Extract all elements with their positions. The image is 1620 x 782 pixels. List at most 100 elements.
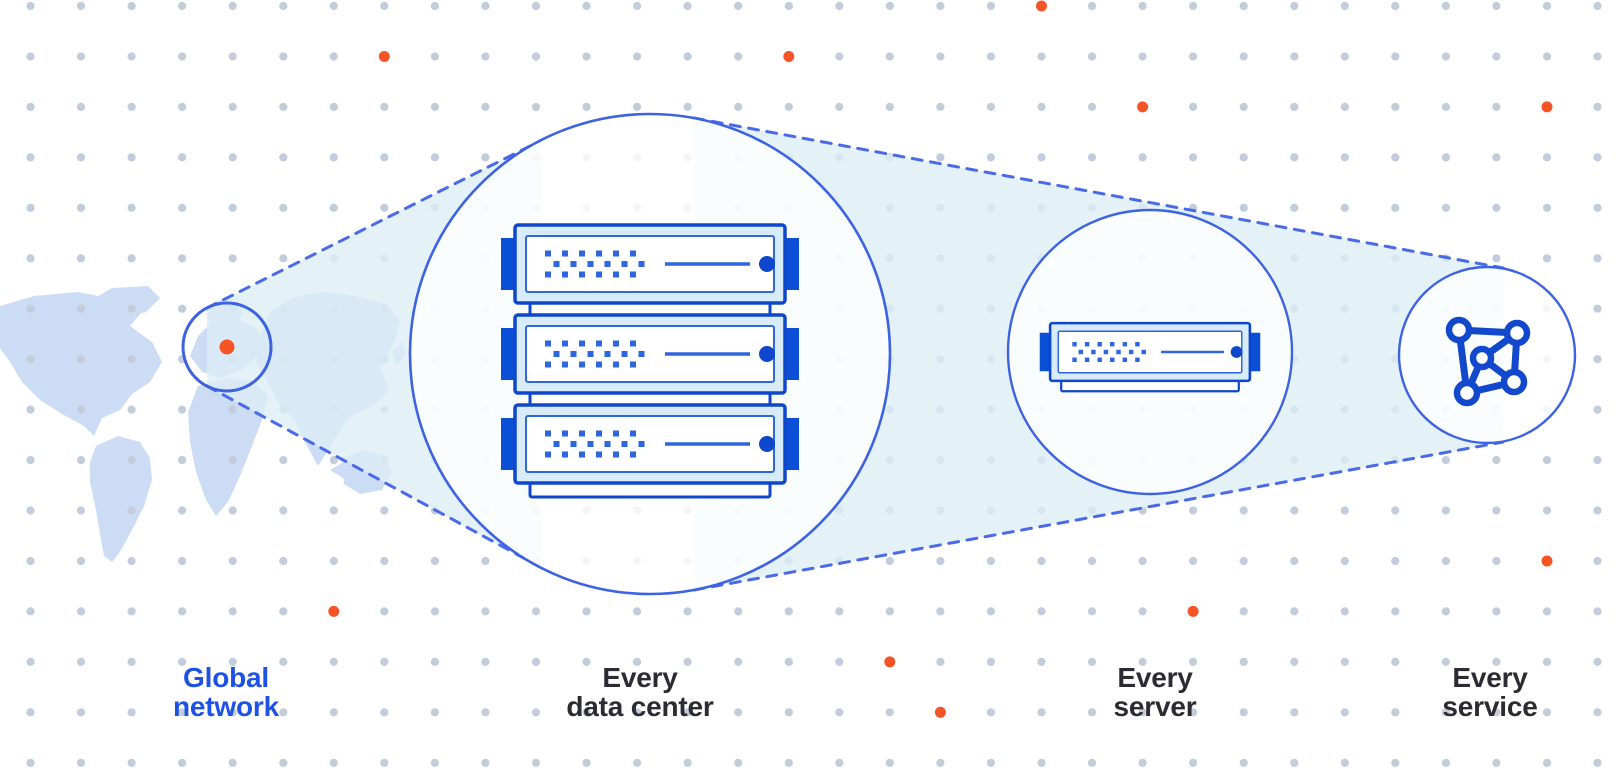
grid-dot	[329, 758, 338, 767]
graph-node	[1500, 368, 1528, 396]
grid-dot	[936, 607, 945, 616]
grid-dot	[1087, 52, 1097, 61]
grid-dot	[1492, 456, 1501, 465]
label-every-data-center: Every data center	[566, 663, 713, 721]
grid-dot	[26, 758, 35, 767]
grid-dot	[430, 708, 439, 717]
grid-dot	[1138, 758, 1147, 767]
vent-square	[553, 441, 560, 447]
grid-dot	[26, 456, 35, 465]
grid-dot	[127, 708, 136, 717]
grid-dot	[1441, 203, 1450, 212]
vent-square	[562, 361, 568, 368]
grid-dot	[380, 1, 389, 11]
vent-square	[596, 430, 602, 437]
accent-dot	[378, 51, 390, 62]
grid-dot	[1492, 708, 1501, 717]
dashed-zoom-line	[692, 116, 1505, 270]
grid-dot	[26, 556, 35, 566]
grid-dot	[1087, 1, 1097, 11]
grid-dot	[1087, 708, 1097, 717]
grid-dot	[279, 1, 288, 11]
grid-dot	[1593, 304, 1602, 313]
grid-dot	[936, 153, 945, 162]
grid-dot	[1087, 657, 1097, 667]
grid-dot	[76, 556, 86, 566]
grid-dot	[633, 657, 642, 667]
grid-dot	[481, 708, 490, 717]
grid-dot	[683, 758, 692, 767]
vent-square	[596, 361, 602, 368]
grid-dot	[481, 657, 490, 667]
grid-dot	[885, 102, 894, 111]
grid-dot	[1441, 607, 1450, 616]
grid-dot	[1391, 657, 1400, 667]
vent-square	[638, 351, 645, 357]
grid-dot	[1037, 708, 1046, 717]
grid-dot	[26, 203, 35, 212]
grid-dot	[380, 758, 389, 767]
grid-dot	[1087, 758, 1097, 767]
grid-dot	[178, 708, 187, 717]
grid-dot	[76, 405, 86, 414]
graph-node	[1453, 379, 1481, 407]
grid-dot	[1542, 758, 1552, 767]
grid-dot	[279, 657, 288, 667]
dashed-zoom-line	[692, 440, 1505, 592]
grid-dot	[279, 102, 288, 111]
grid-dot	[1189, 758, 1198, 767]
grid-dot	[582, 708, 591, 717]
vent-square	[1084, 342, 1090, 347]
grid-dot	[1492, 203, 1501, 212]
grid-dot	[1593, 506, 1602, 515]
grid-dot	[1189, 153, 1198, 162]
grid-dot	[279, 52, 288, 61]
grid-dot	[481, 758, 490, 767]
grid-dot	[228, 254, 237, 263]
grid-dot	[76, 607, 86, 616]
vent-square	[613, 451, 619, 458]
grid-dot	[1391, 556, 1400, 566]
vent-square	[553, 351, 560, 357]
vent-square	[562, 340, 568, 347]
grid-dot	[76, 153, 86, 162]
grid-dot	[531, 607, 541, 616]
grid-dot	[1492, 657, 1501, 667]
grid-dot	[1593, 102, 1602, 111]
grid-dot	[380, 506, 389, 515]
grid-dot	[582, 657, 591, 667]
vent-square	[613, 361, 619, 368]
grid-dot	[1441, 1, 1450, 11]
grid-dot	[1542, 708, 1552, 717]
grid-dot	[1138, 657, 1147, 667]
grid-dot	[1340, 52, 1349, 61]
grid-dot	[1340, 607, 1349, 616]
vent-square	[579, 361, 585, 368]
grid-dot	[481, 153, 490, 162]
vent-square	[604, 441, 611, 447]
vent-square	[1128, 349, 1134, 355]
grid-dot	[1189, 506, 1198, 515]
grid-dot	[835, 102, 844, 111]
accent-dot	[1541, 555, 1553, 567]
grid-dot	[127, 153, 136, 162]
vent-square	[545, 340, 551, 347]
grid-dot	[481, 52, 490, 61]
grid-dot	[531, 657, 541, 667]
grid-dot	[986, 153, 996, 162]
grid-dot	[1290, 153, 1299, 162]
vent-square	[621, 441, 628, 447]
grid-dot	[228, 708, 237, 717]
grid-dot	[26, 607, 35, 616]
accent-dot	[884, 656, 896, 668]
grid-dot	[228, 657, 237, 667]
vent-square	[579, 271, 585, 278]
grid-dot	[1492, 607, 1501, 616]
grid-dot	[127, 254, 136, 263]
grid-dot	[178, 657, 187, 667]
vent-square	[1097, 357, 1102, 362]
grid-dot	[1542, 607, 1552, 616]
vent-square	[1135, 357, 1140, 362]
grid-dot	[76, 708, 86, 717]
grid-dot	[76, 506, 86, 515]
